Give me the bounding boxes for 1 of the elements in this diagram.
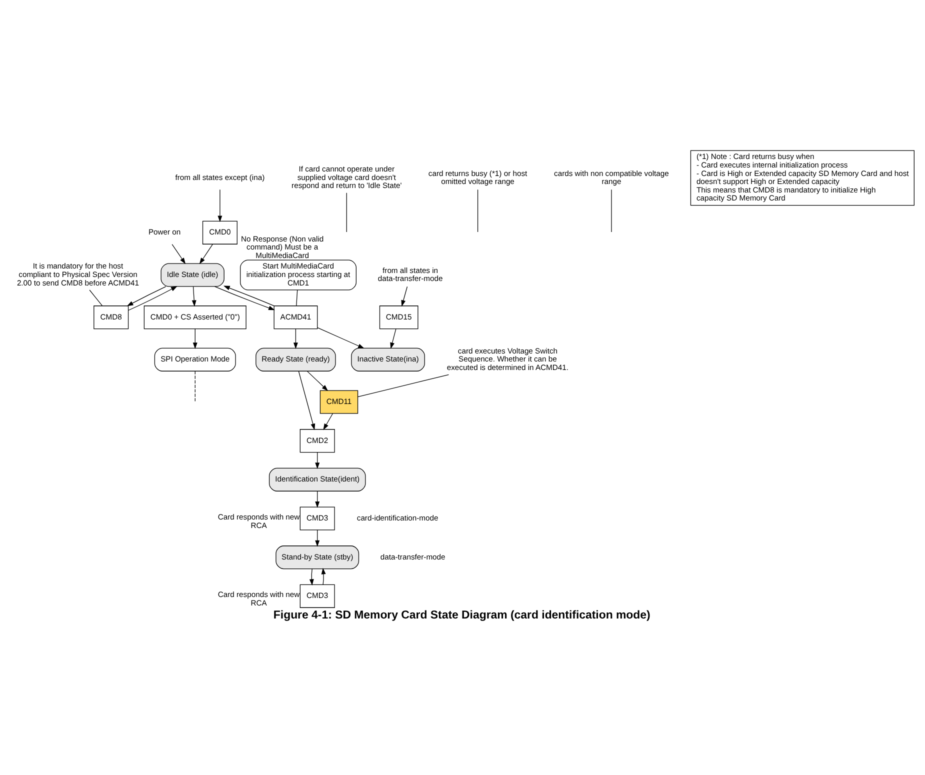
diagram-title: Figure 4-1: SD Memory Card State Diagram (card identification mode) [273, 609, 650, 622]
